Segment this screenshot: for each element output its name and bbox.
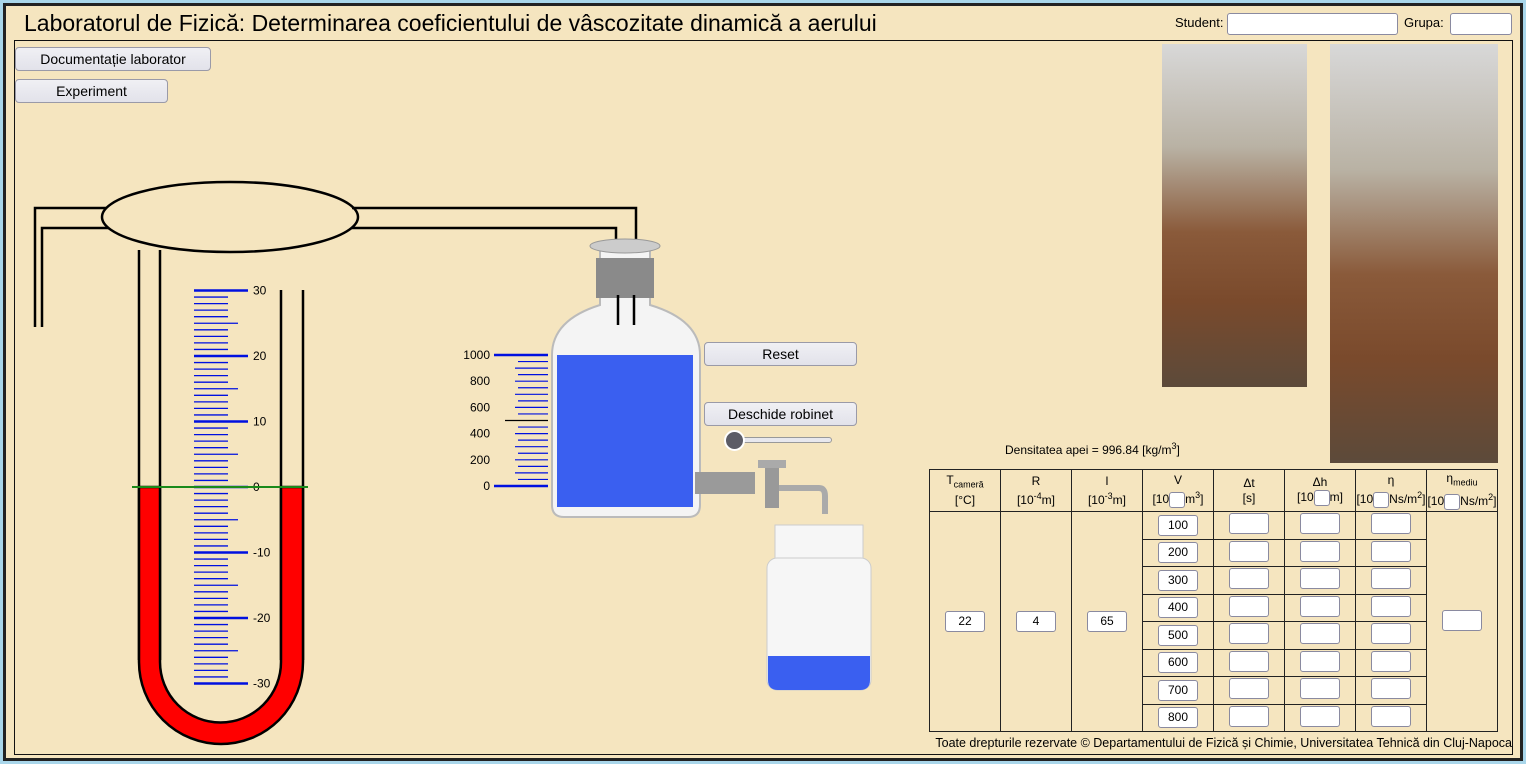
jar-water: [768, 656, 870, 690]
volume-input[interactable]: 600: [1158, 652, 1198, 674]
time-input[interactable]: [1229, 595, 1269, 617]
table-row: 400: [930, 593, 1498, 622]
volume-input[interactable]: 800: [1158, 707, 1198, 729]
volume-input[interactable]: 700: [1158, 679, 1198, 701]
documentation-button[interactable]: Documentație laborator: [15, 47, 211, 71]
experiment-button[interactable]: Experiment: [15, 79, 168, 103]
exponent-input[interactable]: [1169, 491, 1186, 508]
student-input[interactable]: [1227, 13, 1398, 35]
volume-input[interactable]: 500: [1158, 624, 1198, 646]
time-input[interactable]: [1229, 678, 1269, 700]
volume-input[interactable]: 200: [1158, 542, 1198, 564]
receiver-jar: [766, 524, 872, 691]
water-density: Densitatea apei = 996.84 [kg/m3]: [1005, 441, 1180, 457]
manometer-tick-label: -10: [253, 546, 271, 560]
footer-copyright: Toate drepturile rezervate © Departament…: [935, 736, 1512, 750]
manometer-liquid: [137, 485, 305, 746]
viscosity-input[interactable]: [1371, 678, 1411, 700]
manometer-tick-label: 10: [253, 415, 267, 429]
viscosity-input[interactable]: [1371, 623, 1411, 645]
page-title: Laboratorul de Fizică: Determinarea coef…: [24, 10, 877, 36]
bottle-tick-label: 400: [470, 427, 490, 441]
table-row: 200: [930, 538, 1498, 567]
height-diff-input[interactable]: [1300, 513, 1340, 535]
apparatus-photo-2: [1330, 44, 1498, 463]
time-input[interactable]: [1229, 705, 1269, 727]
bottle-tick-label: 0: [483, 479, 490, 493]
mean-viscosity-input[interactable]: [1442, 609, 1482, 631]
column-header: Tcameră[°C]: [929, 469, 1001, 512]
radius-input[interactable]: 4: [1016, 611, 1056, 632]
table-row: 700: [930, 676, 1498, 705]
student-label: Student:: [1175, 15, 1224, 30]
grupa-label: Grupa:: [1404, 15, 1444, 30]
height-diff-input[interactable]: [1300, 540, 1340, 562]
grupa-input[interactable]: [1450, 13, 1512, 35]
time-input[interactable]: [1229, 540, 1269, 562]
height-diff-input[interactable]: [1300, 650, 1340, 672]
viscosity-input[interactable]: [1371, 705, 1411, 727]
time-input[interactable]: [1229, 513, 1269, 535]
water-bottle: [551, 238, 828, 518]
length-input[interactable]: 65: [1087, 611, 1127, 632]
exponent-input[interactable]: [1444, 494, 1461, 511]
viscosity-input[interactable]: [1371, 650, 1411, 672]
volume-input[interactable]: 400: [1158, 597, 1198, 619]
manometer-tick-label: -20: [253, 611, 271, 625]
time-input[interactable]: [1229, 568, 1269, 590]
height-diff-input[interactable]: [1300, 705, 1340, 727]
slider-handle[interactable]: [724, 430, 745, 451]
bottle-tick-label: 1000: [463, 348, 490, 362]
exponent-input[interactable]: [1313, 490, 1330, 506]
height-diff-input[interactable]: [1300, 568, 1340, 590]
manometer-tick-label: 20: [253, 349, 267, 363]
column-header: R[10-4m]: [1000, 469, 1072, 512]
bottle-tick-label: 800: [470, 374, 490, 388]
table-row: 800: [930, 703, 1498, 732]
time-input[interactable]: [1229, 623, 1269, 645]
bottle-tick-label: 600: [470, 400, 490, 414]
bottle-tick-label: 200: [470, 453, 490, 467]
apparatus-photo-1: [1162, 44, 1307, 387]
tap-slider[interactable]: [730, 437, 832, 443]
bottle-water: [557, 355, 693, 507]
height-diff-input[interactable]: [1300, 595, 1340, 617]
time-input[interactable]: [1229, 650, 1269, 672]
viscosity-input[interactable]: [1371, 568, 1411, 590]
height-diff-input[interactable]: [1300, 678, 1340, 700]
volume-input[interactable]: 300: [1158, 569, 1198, 591]
table-row: 600: [930, 648, 1498, 677]
manometer-tick-label: 30: [253, 284, 267, 298]
open-tap-button[interactable]: Deschide robinet: [704, 402, 857, 426]
column-header: Δt[s]: [1213, 469, 1285, 512]
table-row: 500: [930, 621, 1498, 650]
column-header: l[10-3m]: [1071, 469, 1143, 512]
viscosity-input[interactable]: [1371, 513, 1411, 535]
manometer-tick-label: -30: [253, 677, 271, 691]
reset-button[interactable]: Reset: [704, 342, 857, 366]
volume-input[interactable]: 100: [1158, 514, 1198, 536]
viscosity-input[interactable]: [1371, 595, 1411, 617]
table-row: 22 4 65 100: [929, 511, 1498, 732]
exponent-input[interactable]: [1373, 491, 1390, 508]
temperature-input[interactable]: 22: [945, 611, 985, 632]
apparatus-drawing: 30 20 10 0 -10 -20 -30 1000 800 600 400 200 0: [33, 180, 872, 746]
viscosity-input[interactable]: [1371, 540, 1411, 562]
main-panel: [14, 40, 1513, 755]
height-diff-input[interactable]: [1300, 623, 1340, 645]
bottle-scale: 1000 800 600 400 200 0: [463, 348, 548, 493]
